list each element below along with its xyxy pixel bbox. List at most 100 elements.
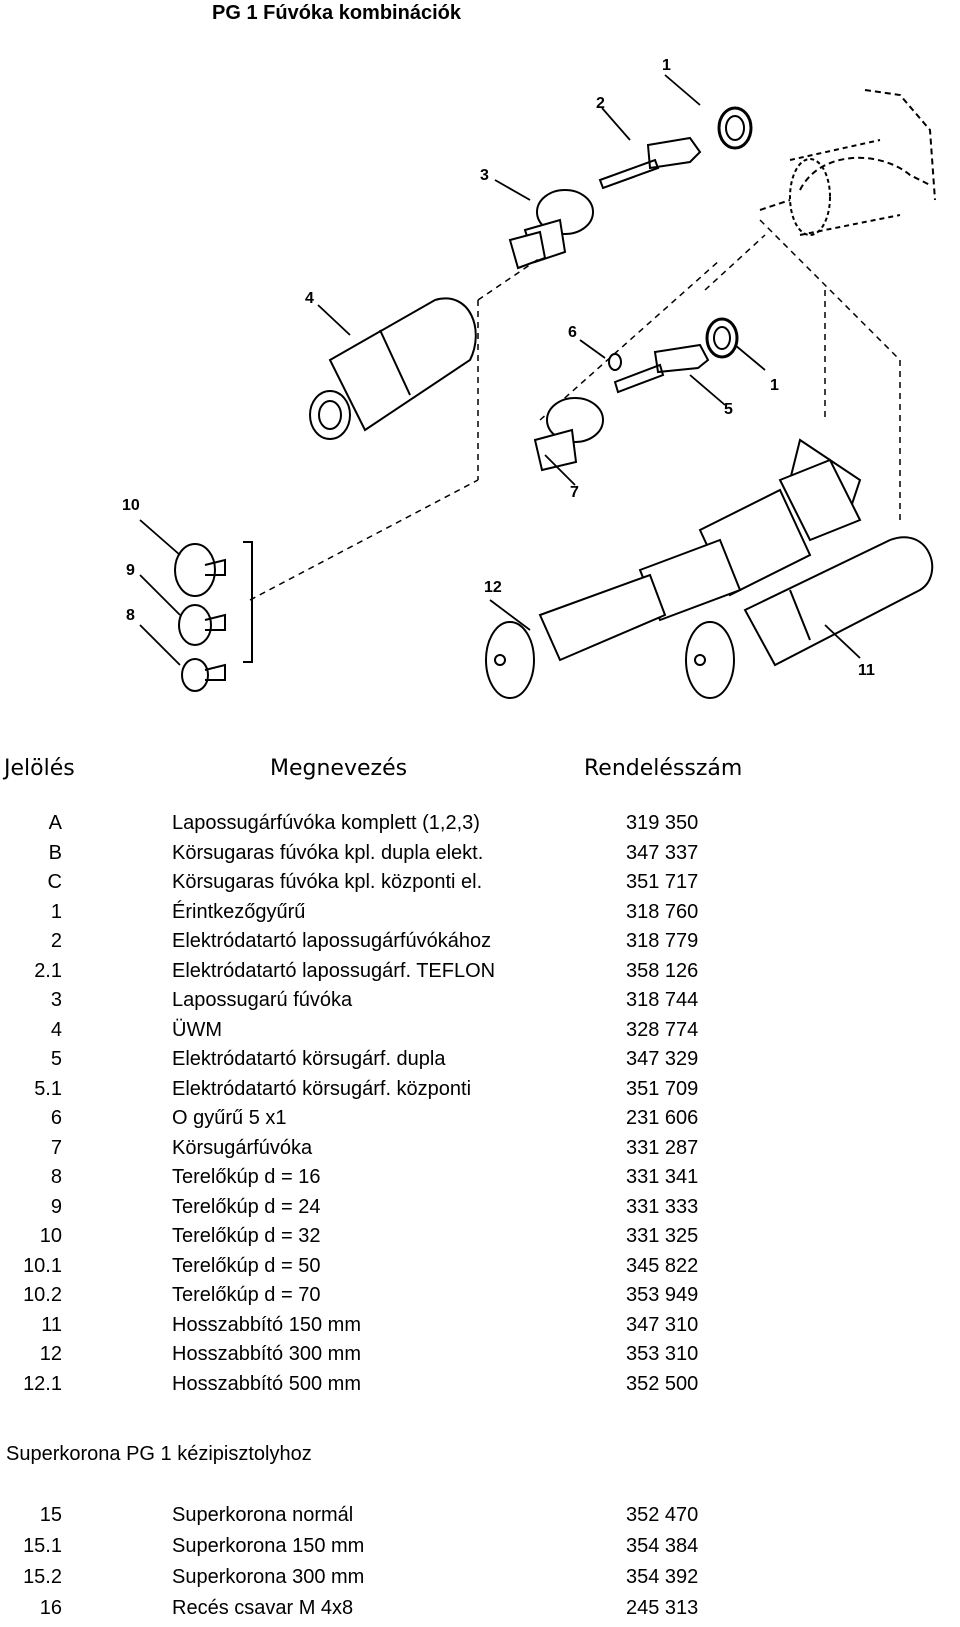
row-order-number: 345 822 <box>626 1254 699 1277</box>
electrode-holder-2 <box>598 136 702 190</box>
row-name: Superkorona normál <box>172 1504 354 1526</box>
table-row: 2.1 Elektródatartó lapossugárf. TEFLON 358… <box>0 960 960 990</box>
row-order-number: 354 384 <box>626 1535 699 1557</box>
row-order-number: 347 329 <box>626 1048 699 1070</box>
table-row: 10.1 Terelőkúp d = 50 345 822 <box>0 1255 960 1285</box>
row-designation: 12 <box>39 1343 62 1365</box>
row-order-number: 352 500 <box>626 1372 699 1395</box>
callout-5: 5 <box>724 401 733 418</box>
section-title: Superkorona PG 1 kézipisztolyhoz <box>6 1443 312 1465</box>
row-name: Hosszabbító 150 mm <box>172 1313 361 1336</box>
callout-arrows <box>139 74 861 666</box>
callout-11: 11 <box>858 662 875 679</box>
row-designation: 8 <box>50 1166 62 1188</box>
table-row: 15 Superkorona normál 352 470 <box>0 1504 960 1534</box>
uwm-cylinder-4 <box>309 297 477 440</box>
row-order-number: 358 126 <box>626 959 699 982</box>
row-name: Superkorona 300 mm <box>172 1566 365 1588</box>
table-row: 6 O gyűrű 5 x1 231 606 <box>0 1107 960 1137</box>
callout-8: 8 <box>126 607 135 624</box>
row-order-number: 347 337 <box>626 841 699 864</box>
extension-12-drawing <box>485 438 862 699</box>
row-designation: 15 <box>39 1504 62 1526</box>
row-designation: 4 <box>50 1018 62 1041</box>
row-name: Lapossugárfúvóka komplett (1,2,3) <box>172 812 480 834</box>
row-name: Hosszabbító 300 mm <box>172 1343 361 1365</box>
exploded-parts-diagram: 1 2 3 4 6 1 5 7 10 9 8 12 11 <box>122 57 936 699</box>
row-designation: 5 <box>50 1048 62 1070</box>
gun-body-drawing <box>759 89 936 236</box>
row-name: Elektródatartó lapossugárf. TEFLON <box>172 959 496 982</box>
row-designation: 15.2 <box>23 1566 62 1588</box>
row-name: Terelőkúp d = 16 <box>172 1166 321 1188</box>
row-name: O gyűrű 5 x1 <box>172 1107 287 1129</box>
row-order-number: 351 709 <box>626 1077 699 1100</box>
round-nozzle-7 <box>533 397 604 472</box>
o-ring-6 <box>608 353 622 371</box>
row-designation: A <box>48 812 62 834</box>
table-row: 2 Elektródatartó lapossugárfúvókához 318 7… <box>0 930 960 960</box>
row-name: Körsugaras fúvóka kpl. dupla elekt. <box>172 841 484 864</box>
electrode-holder-5 <box>613 343 710 394</box>
table-row: 12 Hosszabbító 300 mm 353 310 <box>0 1343 960 1373</box>
row-order-number: 231 606 <box>626 1107 699 1129</box>
row-name: Elektródatartó körsugárf. központi <box>172 1077 472 1100</box>
row-order-number: 331 333 <box>626 1195 699 1218</box>
header-designation: Jelölés <box>4 756 75 781</box>
row-name: Elektródatartó körsugárf. dupla <box>172 1048 446 1070</box>
row-order-number: 354 392 <box>626 1566 699 1588</box>
row-designation: 10.1 <box>23 1254 62 1277</box>
row-order-number: 353 310 <box>626 1343 699 1365</box>
row-name: Recés csavar M 4x8 <box>172 1597 354 1619</box>
row-designation: 2.1 <box>34 959 62 982</box>
row-order-number: 318 744 <box>626 989 699 1011</box>
callout-1-top: 1 <box>662 57 671 74</box>
row-name: ÜWM <box>172 1018 222 1041</box>
callout-2: 2 <box>596 95 605 112</box>
row-name: Hosszabbító 500 mm <box>172 1372 361 1395</box>
row-name: Körsugaras fúvóka kpl. központi el. <box>172 871 483 893</box>
callout-1-middle: 1 <box>770 377 779 394</box>
header-name: Megnevezés <box>270 756 408 781</box>
table-row: 12.1 Hosszabbító 500 mm 352 500 <box>0 1373 960 1403</box>
row-designation: 7 <box>50 1136 62 1159</box>
row-designation: 2 <box>50 930 62 952</box>
row-name: Terelőkúp d = 24 <box>172 1195 321 1218</box>
row-designation: 1 <box>50 900 62 923</box>
row-designation: 9 <box>50 1195 62 1218</box>
callout-9: 9 <box>126 562 135 579</box>
row-designation: 5.1 <box>34 1077 62 1100</box>
row-designation: 11 <box>41 1313 62 1336</box>
row-name: Terelőkúp d = 32 <box>172 1225 321 1247</box>
table-row: 5.1 Elektródatartó körsugárf. központi 351… <box>0 1078 960 1108</box>
row-order-number: 331 325 <box>626 1225 699 1247</box>
table-row: 9 Terelőkúp d = 24 331 333 <box>0 1196 960 1226</box>
row-order-number: 318 779 <box>626 930 699 952</box>
row-order-number: 331 287 <box>626 1136 699 1159</box>
row-order-number: 353 949 <box>626 1284 699 1306</box>
table-row: 15.2 Superkorona 300 mm 354 392 <box>0 1566 960 1596</box>
table-row: 15.1 Superkorona 150 mm 354 384 <box>0 1535 960 1565</box>
row-designation: 6 <box>50 1107 62 1129</box>
row-name: Superkorona 150 mm <box>172 1535 365 1557</box>
deflector-cones <box>174 541 253 692</box>
row-name: Elektródatartó lapossugárfúvókához <box>172 930 492 952</box>
row-designation: 10.2 <box>23 1284 62 1306</box>
row-order-number: 318 760 <box>626 900 699 923</box>
row-name: Terelőkúp d = 50 <box>172 1254 321 1277</box>
ring-1-middle <box>705 317 739 359</box>
row-designation: 15.1 <box>23 1535 62 1557</box>
callout-3: 3 <box>480 167 489 184</box>
header-order-number: Rendelésszám <box>584 756 743 781</box>
row-order-number: 352 470 <box>626 1504 699 1526</box>
row-designation: 12.1 <box>23 1372 62 1395</box>
